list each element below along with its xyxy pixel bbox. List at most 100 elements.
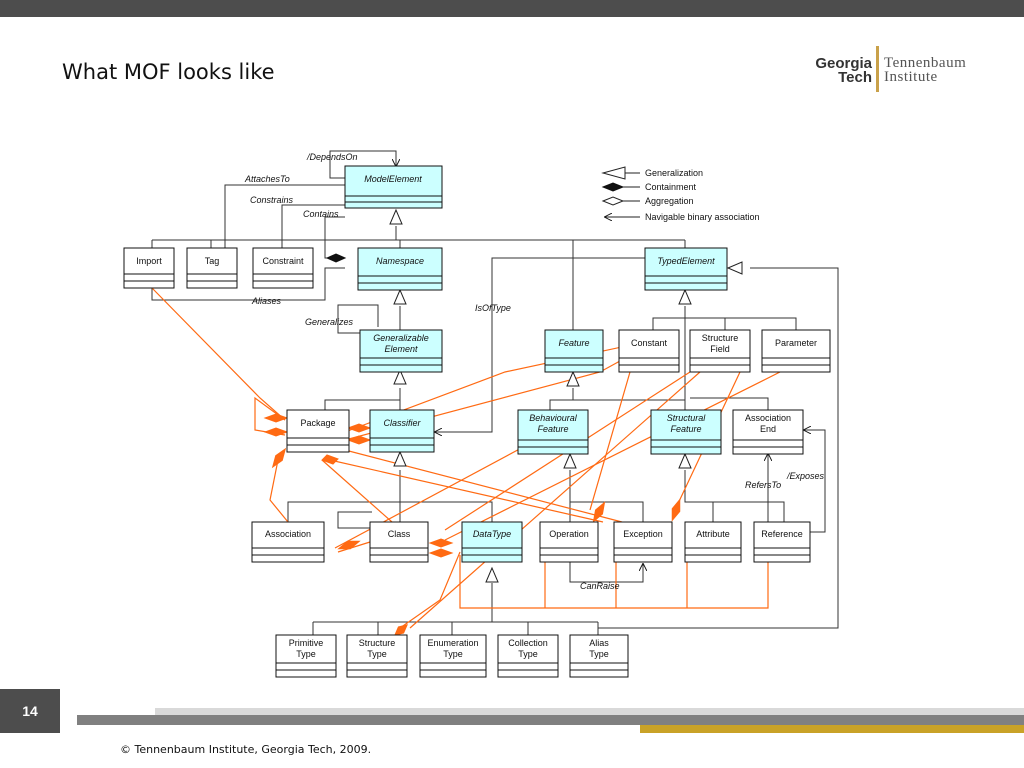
label-association: Association — [265, 529, 311, 539]
label-alias-2: Type — [589, 649, 609, 659]
label-operation: Operation — [549, 529, 589, 539]
label-structural-2: Feature — [670, 424, 701, 434]
footer-bar-light — [155, 708, 1024, 715]
class-tag: Tag — [186, 247, 238, 289]
label-enumeration-2: Type — [443, 649, 463, 659]
label-behavioral-2: Feature — [537, 424, 568, 434]
page-number: 14 — [0, 689, 60, 733]
label-typed-element: TypedElement — [657, 256, 715, 266]
legend-containment: Containment — [645, 182, 697, 192]
label-structural-1: Structural — [667, 413, 707, 423]
class-operation: Operation — [539, 521, 599, 563]
label-model-element: ModelElement — [364, 174, 422, 184]
label-association-end-2: End — [760, 424, 776, 434]
label-primitive-1: Primitive — [289, 638, 324, 648]
label-contains: Contains — [303, 209, 339, 219]
footer-bar-gold — [640, 725, 1024, 733]
class-primitive-type: Primitive Type — [275, 634, 337, 678]
footer-bar-grey — [77, 715, 1024, 725]
label-enumeration-1: Enumeration — [427, 638, 478, 648]
class-structural-feature: Structural Feature — [650, 409, 722, 455]
label-collection-2: Type — [518, 649, 538, 659]
label-tag: Tag — [205, 256, 220, 266]
label-generalizable-1: Generalizable — [373, 333, 429, 343]
label-generalizable-2: Element — [384, 344, 418, 354]
class-package: Package — [286, 409, 350, 453]
logo-divider — [876, 46, 879, 92]
label-structure-field-1: Structure — [702, 333, 739, 343]
class-data-type: DataType — [461, 521, 523, 563]
label-reference: Reference — [761, 529, 803, 539]
copyright-footer: © Tennenbaum Institute, Georgia Tech, 20… — [120, 743, 372, 756]
label-parameter: Parameter — [775, 338, 817, 348]
top-bar — [0, 0, 1024, 17]
class-constraint: Constraint — [252, 247, 314, 289]
class-generalizable-element: Generalizable Element — [359, 329, 443, 373]
label-exposes: /Exposes — [786, 471, 825, 481]
class-namespace: Namespace — [357, 247, 443, 291]
containment-diamonds — [263, 413, 681, 636]
label-depends-on: /DependsOn — [306, 152, 358, 162]
legend: Generalization Containment Aggregation N… — [601, 166, 760, 222]
class-behavioral-feature: Behavioural Feature — [517, 409, 589, 455]
label-can-raise: CanRaise — [580, 581, 620, 591]
class-enumeration-type: Enumeration Type — [419, 634, 487, 678]
label-namespace: Namespace — [376, 256, 424, 266]
label-constrains: Constrains — [250, 195, 294, 205]
label-import: Import — [136, 256, 162, 266]
logo-tech: Tech — [838, 69, 872, 86]
association-lines — [151, 150, 839, 635]
label-association-end-1: Association — [745, 413, 791, 423]
label-attaches-to: AttachesTo — [244, 174, 290, 184]
label-attribute: Attribute — [696, 529, 730, 539]
label-structure-field-2: Field — [710, 344, 730, 354]
label-is-of-type: IsOfType — [475, 303, 511, 313]
class-structure-field: Structure Field — [689, 329, 751, 373]
georgia-tech-logo: Georgia Tech Tennenbaum Institute — [800, 42, 990, 94]
class-parameter: Parameter — [761, 329, 831, 373]
class-collection-type: Collection Type — [497, 634, 559, 678]
slide-title: What MOF looks like — [62, 60, 275, 84]
label-package: Package — [300, 418, 335, 428]
label-data-type: DataType — [473, 529, 511, 539]
class-classifier: Classifier — [369, 409, 435, 453]
label-behavioral-1: Behavioural — [529, 413, 578, 423]
class-exception: Exception — [613, 521, 673, 563]
class-structure-type: Structure Type — [346, 634, 408, 678]
legend-generalization: Generalization — [645, 168, 703, 178]
label-classifier: Classifier — [383, 418, 421, 428]
class-model-element: ModelElement — [344, 165, 443, 209]
label-aliases: Aliases — [251, 296, 282, 306]
class-attribute: Attribute — [684, 521, 742, 563]
label-refers-to: RefersTo — [745, 480, 781, 490]
namespace-containment-diamond — [325, 253, 347, 263]
label-structure-type-2: Type — [367, 649, 387, 659]
class-alias-type: Alias Type — [569, 634, 629, 678]
logo-georgia: Georgia — [815, 55, 872, 72]
logo-tennenbaum: Tennenbaum — [884, 55, 967, 71]
label-exception: Exception — [623, 529, 663, 539]
label-primitive-2: Type — [296, 649, 316, 659]
label-alias-1: Alias — [589, 638, 609, 648]
logo-institute: Institute — [884, 69, 938, 85]
class-boxes: ModelElement Import Tag Constraint Names… — [123, 165, 831, 678]
label-structure-type-1: Structure — [359, 638, 396, 648]
class-constant: Constant — [618, 329, 680, 373]
class-typed-element: TypedElement — [644, 247, 728, 291]
legend-navigable: Navigable binary association — [645, 212, 760, 222]
class-feature: Feature — [544, 329, 604, 373]
label-constant: Constant — [631, 338, 668, 348]
class-association-end: Association End — [732, 409, 804, 455]
association-labels: /DependsOn AttachesTo Constrains Contain… — [244, 152, 825, 591]
label-constraint: Constraint — [262, 256, 304, 266]
class-reference: Reference — [753, 521, 811, 563]
label-feature: Feature — [558, 338, 589, 348]
generalization-arrows — [389, 208, 743, 583]
label-generalizes: Generalizes — [305, 317, 354, 327]
label-class: Class — [388, 529, 411, 539]
legend-aggregation: Aggregation — [645, 196, 694, 206]
label-collection-1: Collection — [508, 638, 548, 648]
class-class: Class — [369, 521, 429, 563]
class-import: Import — [123, 247, 175, 289]
